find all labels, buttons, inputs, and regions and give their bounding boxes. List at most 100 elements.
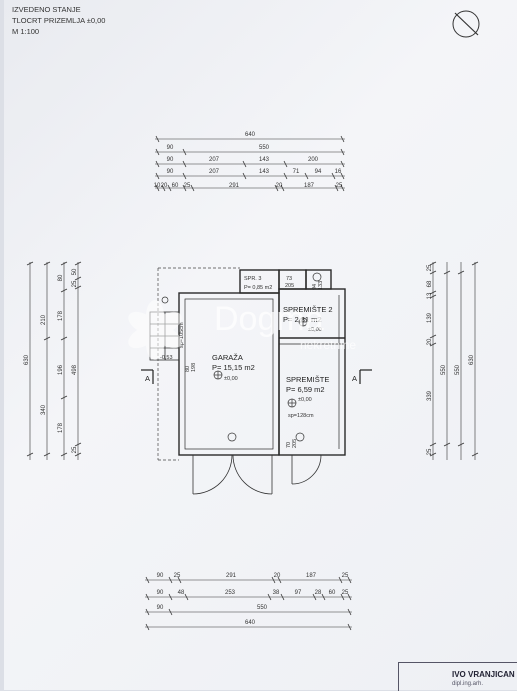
room-level: ±0,00 <box>308 327 322 333</box>
dim-label: 28 <box>315 590 322 596</box>
dim-label: 94 <box>315 169 322 175</box>
flower-logo-icon <box>128 300 182 360</box>
dim-label: 196 <box>58 364 64 375</box>
dim-label: 20 <box>427 338 433 345</box>
dim-label: 187 <box>304 183 315 189</box>
dim-label: 339 <box>427 390 433 401</box>
dim-label: 20 <box>276 183 283 189</box>
dim-label: 139 <box>427 312 433 323</box>
dim-label: 71 <box>293 169 300 175</box>
dim-label: 25 <box>174 573 181 579</box>
room-level: ±0,00 <box>224 376 238 382</box>
dim-label: 640 <box>245 132 256 138</box>
room-name: SPR. 3 <box>244 276 261 282</box>
dim-label: 143 <box>259 169 270 175</box>
stair-terrace <box>157 267 240 461</box>
dim-label: 90 <box>157 605 164 611</box>
annotation: sp=105cm <box>179 322 185 348</box>
dim-label: 25 <box>336 183 343 189</box>
dim-label: 25 <box>72 280 78 287</box>
room-area: P= 15,15 m2 <box>212 363 255 372</box>
watermark-logo: Dogma nekretnine <box>128 300 356 360</box>
annotation: 70 <box>286 442 292 448</box>
dim-label: 498 <box>72 364 78 375</box>
title-line-2: TLOCRT PRIZEMLJA ±0,00 <box>12 16 106 25</box>
dim-label: 90 <box>157 573 164 579</box>
stair-level: -0,53 <box>160 355 173 361</box>
dim-label: 13 <box>427 292 433 299</box>
garage-door <box>192 454 273 495</box>
room-area: P= 6,59 m2 <box>286 385 325 394</box>
dim-label: 253 <box>225 590 236 596</box>
dim-label: 25 <box>184 183 191 189</box>
left-dimension-chains <box>26 261 82 460</box>
dim-label: 207 <box>209 169 220 175</box>
dim-label: 550 <box>441 364 447 375</box>
bottom-dimension-labels: 90 25 291 20 187 25 90 48 253 38 97 28 6… <box>157 573 349 626</box>
dim-label: 340 <box>41 404 47 415</box>
annotation: 80 <box>185 366 191 372</box>
dim-label: 291 <box>226 573 237 579</box>
architect-title: dipl.ing.arh. <box>452 681 484 687</box>
dim-label: 68 <box>427 280 433 287</box>
dim-label: 90 <box>157 590 164 596</box>
dim-label: 550 <box>455 364 461 375</box>
top-dimension-chains <box>155 135 345 192</box>
dim-label: 10 <box>154 183 161 189</box>
room-spremiste: SPREMIŠTE P= 6,59 m2 ±0,00 <box>286 375 329 403</box>
room-spr-3: SPR. 3 P= 0,85 m2 <box>244 276 272 291</box>
dim-label: 25 <box>342 590 349 596</box>
level-marker-icons <box>161 272 322 442</box>
left-dimension-labels: 630 210 340 80 178 196 178 50 25 498 25 <box>24 268 78 453</box>
room-area: P= 2,81 m2 <box>283 315 322 324</box>
dim-label: 90 <box>167 145 174 151</box>
dim-label: 90 <box>167 169 174 175</box>
storage-door <box>291 454 340 485</box>
room-garaza: GARAŽA P= 15,15 m2 ±0,00 <box>212 353 255 382</box>
dim-label: 20 <box>274 573 281 579</box>
dim-label: 143 <box>259 157 270 163</box>
dim-label: 25 <box>342 573 349 579</box>
dim-label: 25 <box>72 446 78 453</box>
room-name: GARAŽA <box>212 353 243 362</box>
annotation: 73 <box>286 276 292 282</box>
dim-label: 550 <box>259 145 270 151</box>
dim-label: 178 <box>58 422 64 433</box>
dim-label: 60 <box>329 590 336 596</box>
section-marker-left: A <box>141 369 154 384</box>
annotation: 205 <box>285 283 294 289</box>
annotation: 198 <box>191 363 197 372</box>
dim-label: 60 <box>172 183 179 189</box>
title-block <box>398 662 517 691</box>
dim-label: 50 <box>72 268 78 275</box>
title-line-3: M 1:100 <box>12 27 40 36</box>
watermark-brand: Dogma <box>214 300 324 338</box>
annotation: 94 <box>312 284 318 290</box>
room-name: SPREMIŠTE <box>286 375 329 384</box>
dim-label: 38 <box>273 590 280 596</box>
annotation: 133 <box>318 281 324 290</box>
dim-label: 291 <box>229 183 240 189</box>
room-name: SPREMIŠTE 2 <box>283 305 333 314</box>
dim-label: 200 <box>308 157 319 163</box>
north-arrow-icon <box>452 10 480 38</box>
section-label: A <box>145 374 150 383</box>
dim-label: 550 <box>257 605 268 611</box>
dim-label: 90 <box>167 157 174 163</box>
annotation: 205 <box>292 439 298 448</box>
top-dimension-labels: 640 90 550 90 207 143 200 90 207 143 71 … <box>154 132 343 189</box>
right-dimension-labels: 25 68 13 139 20 339 25 550 550 630 <box>427 264 475 455</box>
room-area: P= 0,85 m2 <box>244 285 272 291</box>
dim-label: 640 <box>245 620 256 626</box>
title-line-1: IZVEDENO STANJE <box>12 5 81 14</box>
watermark-sub: nekretnine <box>300 338 356 352</box>
dim-label: 25 <box>427 448 433 455</box>
dim-label: 630 <box>24 354 30 365</box>
annotation: sp=128cm <box>288 413 314 419</box>
dim-label: 25 <box>427 264 433 271</box>
dim-label: 48 <box>178 590 185 596</box>
room-level: ±0,00 <box>298 397 312 403</box>
dim-label: 187 <box>306 573 317 579</box>
room-spremiste-2: SPREMIŠTE 2 P= 2,81 m2 ±0,00 <box>283 305 333 333</box>
